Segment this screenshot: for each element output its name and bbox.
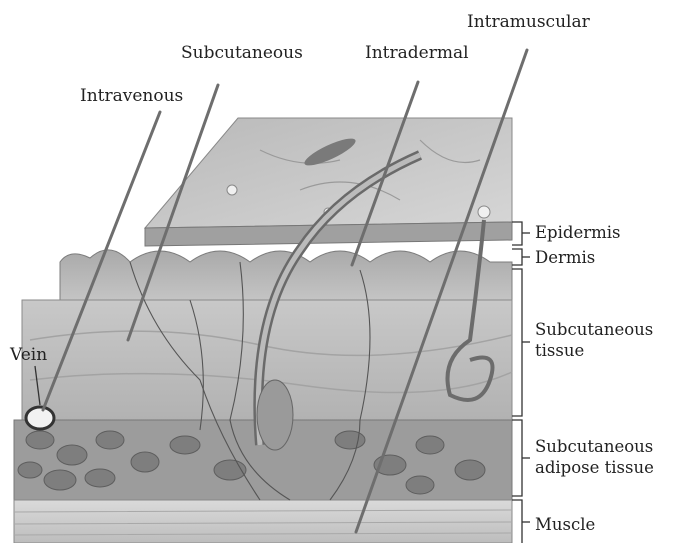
label-intramuscular: Intramuscular <box>467 14 590 31</box>
label-muscle: Muscle <box>535 515 595 536</box>
label-dermis: Dermis <box>535 248 595 269</box>
label-subcutaneous: Subcutaneous <box>181 45 303 62</box>
vein-icon <box>26 407 54 429</box>
label-subcutaneous-adipose-tissue: Subcutaneous adipose tissue <box>535 437 654 478</box>
layer-brackets <box>512 222 530 543</box>
label-intradermal: Intradermal <box>365 45 469 62</box>
label-vein: Vein <box>10 347 47 364</box>
label-epidermis: Epidermis <box>535 223 621 244</box>
label-subcutaneous-tissue: Subcutaneous tissue <box>535 320 653 361</box>
label-intravenous: Intravenous <box>80 88 183 105</box>
muscle-layer <box>14 500 512 543</box>
